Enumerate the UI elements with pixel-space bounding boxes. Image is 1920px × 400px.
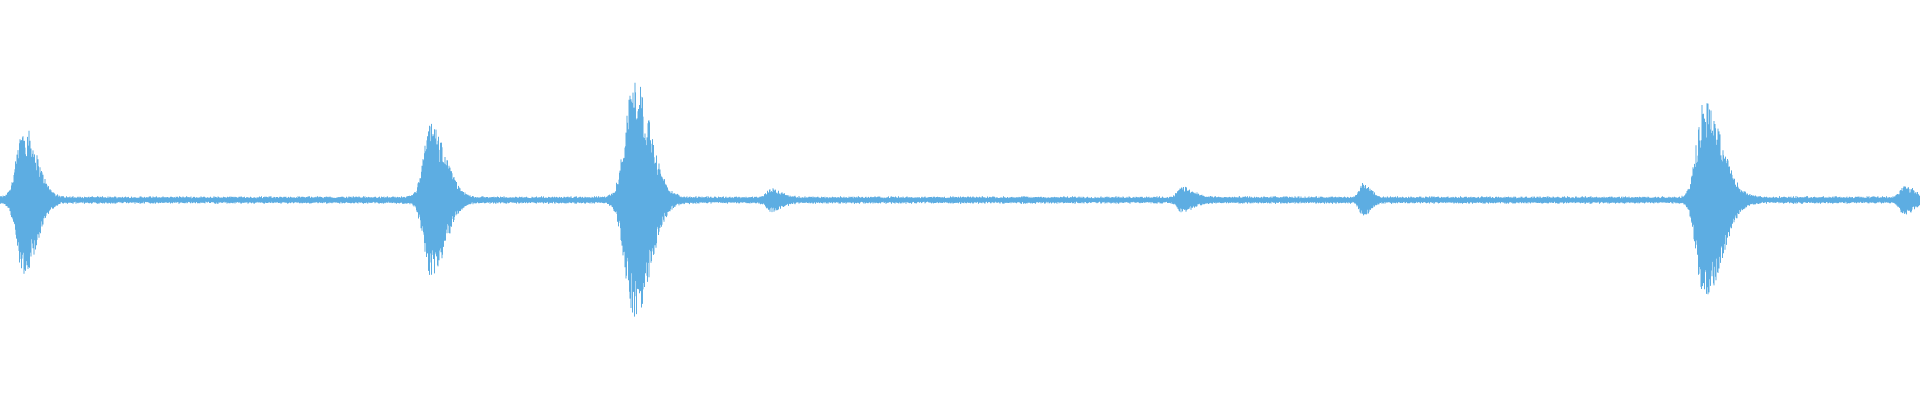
waveform-amplitude-path: [0, 82, 1920, 317]
